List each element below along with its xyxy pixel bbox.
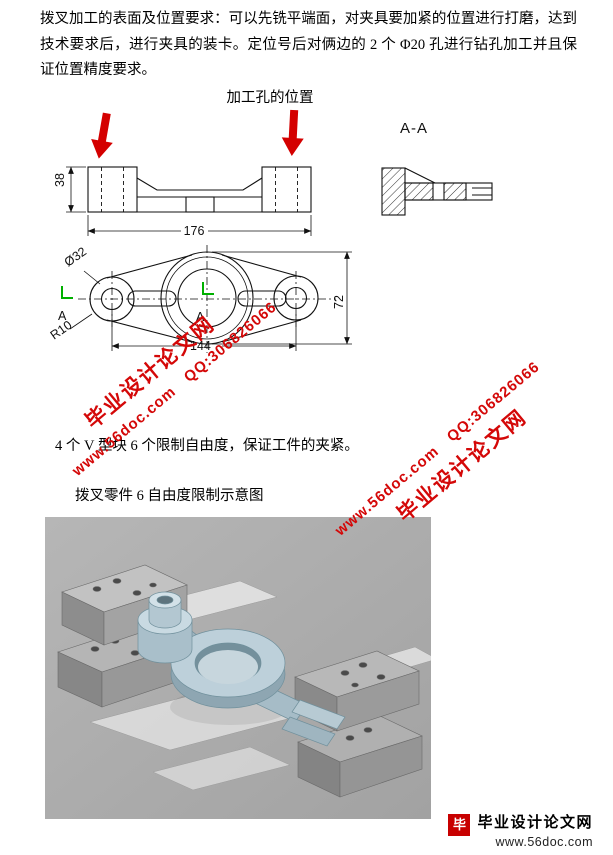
dimension-lines xyxy=(66,166,352,351)
site-logo-name: 毕业设计论文网 xyxy=(477,814,593,831)
dof-caption: 拨叉零件 6 自由度限制示意图 xyxy=(75,488,264,504)
fork-part xyxy=(137,591,346,747)
axis-marks xyxy=(61,282,214,299)
cad-render-panel xyxy=(45,517,431,819)
engineering-drawing: 176 38 A-A Ø32 72 R10 144 A A xyxy=(48,109,493,353)
fixture-block xyxy=(294,650,420,732)
cut-label-center: A xyxy=(196,310,205,324)
section-view xyxy=(381,167,493,216)
site-logo-url: www.56doc.com xyxy=(495,835,593,849)
section-label: A-A xyxy=(400,120,428,137)
drill-position-arrows xyxy=(91,109,304,159)
holes-caption: 加工孔的位置 xyxy=(226,90,314,106)
dim-boss-width: 72 xyxy=(332,295,346,309)
drill-position-arrow xyxy=(281,109,304,156)
boss-bore xyxy=(156,595,174,605)
dim-bore: Ø32 xyxy=(62,244,89,269)
axis-mark xyxy=(202,282,214,295)
cut-label-left: A xyxy=(58,309,67,323)
site-logo: 毕 毕业设计论文网 www.56doc.com xyxy=(448,811,593,849)
drill-position-arrow xyxy=(91,112,113,159)
dim-height: 38 xyxy=(53,173,67,187)
dim-center-distance: 144 xyxy=(190,339,211,353)
fork-prong xyxy=(291,699,346,730)
dim-overall-width: 176 xyxy=(184,224,205,238)
site-logo-icon: 毕 xyxy=(448,814,471,836)
front-view xyxy=(87,166,312,213)
locating-plane xyxy=(152,746,291,791)
clamp-note: 4 个 V 型块 6 个限制自由度，保证工件的夹紧。 xyxy=(55,438,359,454)
fork-prong xyxy=(281,716,336,747)
axis-mark xyxy=(61,286,73,299)
intro-paragraph: 拨叉加工的表面及位置要求：可以先铣平端面，对夹具要加紧的位置进行打磨，达到技术要… xyxy=(40,11,577,78)
